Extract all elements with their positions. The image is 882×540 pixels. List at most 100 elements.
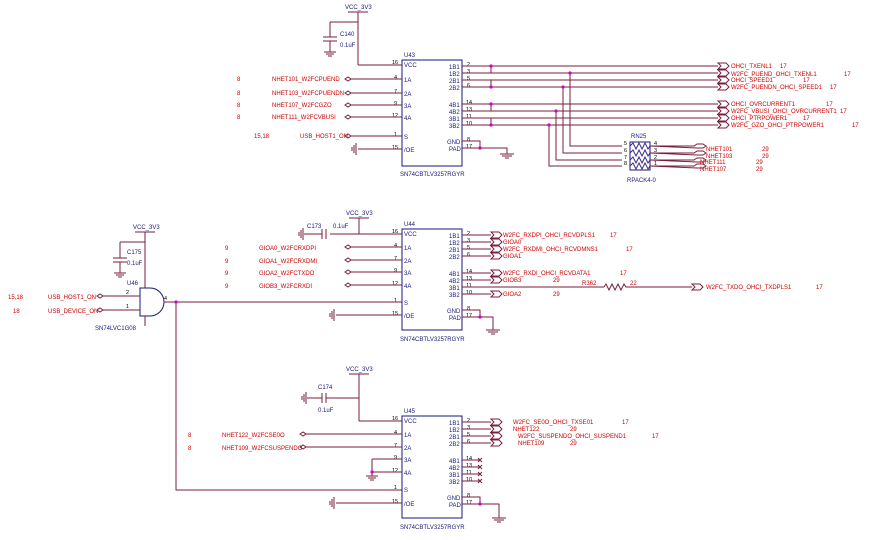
u43-num-10: 10 [466, 121, 472, 127]
u44-in2-net: GIOA1_W2FCRXDMI [259, 259, 317, 265]
u45-num-12: 12 [392, 468, 398, 474]
u45-in2-page: 8 [188, 446, 192, 452]
u43-pin-1b2: 1B2 [449, 72, 460, 78]
u43-out6-net: W2FC_VBUSI_OHCI_OVRCURRENT1 [731, 109, 837, 115]
rn25-out3-page: 29 [756, 160, 763, 166]
u43-out3-page: 17 [803, 78, 810, 84]
rn25-out4-page: 29 [756, 167, 763, 173]
and-gate-icon [139, 287, 165, 317]
u43-num-2: 2 [467, 62, 470, 68]
u44-in4-page: 9 [225, 284, 229, 290]
u43-pin-4b1: 4B1 [449, 103, 460, 109]
u43-s-page: 15,18 [254, 134, 270, 140]
u44-num-10: 10 [466, 290, 472, 296]
u44-ref: U44 [404, 222, 416, 228]
u43-in4-page: 8 [237, 115, 241, 121]
c173-ref: C173 [307, 224, 322, 230]
u44-num-13: 13 [466, 276, 472, 282]
u45-num-13: 13 [466, 463, 472, 469]
u43-right-wires [462, 62, 730, 167]
u43-block: VCC_3V3 C140 0.1uF U43 SN74CBTLV3257RGYR… [237, 5, 859, 178]
u45-pin-gnd: GND [447, 496, 461, 502]
u43-out7-net: OHCI_PTRPOWER1 [731, 116, 788, 122]
u43-pin-pad: PAD [449, 147, 462, 153]
u43-out8-page: 17 [852, 123, 859, 129]
u44-num-3: 3 [467, 238, 470, 244]
u45-pin-2b2: 2B2 [449, 442, 460, 448]
u44-in1-net: GIOA0_W2FCRXDPI [259, 246, 316, 252]
u44-in3-page: 9 [225, 271, 229, 277]
u44-out6-net: GIOB3 [503, 278, 522, 284]
u44-vcc-label: VCC_3V3 [346, 211, 373, 217]
u46-in2-wire [96, 307, 140, 313]
u43-pin-4a: 4A [404, 116, 411, 122]
u45-num-1: 1 [394, 485, 397, 491]
u45-num-9: 9 [394, 455, 397, 461]
r362-page: 17 [816, 285, 823, 291]
u43-out5-page: 17 [826, 102, 833, 108]
u43-in4-net: NHET111_W2FCVBUSI [272, 115, 336, 121]
u43-num-8: 8 [467, 137, 470, 143]
u45-ref: U45 [404, 409, 416, 415]
u46-output-junction [174, 300, 178, 304]
u43-pin-3a: 3A [404, 104, 411, 110]
u45-pin-1a: 1A [404, 433, 411, 439]
u45-num-2: 2 [467, 418, 470, 424]
u44-out3-page: 17 [626, 247, 633, 253]
u43-pin-2b2: 2B2 [449, 86, 460, 92]
u43-num-17: 17 [466, 144, 472, 150]
u45-num-7: 7 [394, 443, 397, 449]
c174-ground-icon [301, 392, 307, 404]
u45-num-14: 14 [466, 456, 472, 462]
c175-value: 0.1uF [127, 261, 143, 267]
u44-block: VCC_3V3 C173 0.1uF U44 SN74CBTLV3257RGYR… [176, 211, 823, 343]
u44-num-17: 17 [466, 313, 472, 319]
u44-out1-page: 17 [610, 233, 617, 239]
u44-pin-4a: 4A [404, 284, 411, 290]
u43-out3-net: OHCI_SPEED1 [731, 78, 774, 84]
u44-out5-net: W2FC_RXDI_OHCI_RCVDATA1 [503, 271, 591, 277]
u45-in2-net: NHET109_W2FCSUSPENDO [222, 446, 303, 452]
u43-part: SN74CBTLV3257RGYR [400, 172, 465, 178]
u46-output-wire [164, 301, 402, 491]
rn25-out4-net: NHET107 [700, 167, 727, 173]
u46-in2-net: USB_DEVICE_ON [48, 309, 98, 315]
u44-pin-3b1: 3B1 [449, 286, 460, 292]
u45-num-15: 15 [392, 499, 398, 505]
u45-num-16: 16 [392, 416, 398, 422]
u44-num-2: 2 [467, 231, 470, 237]
u44-pin-2b2: 2B2 [449, 255, 460, 261]
c174-ref: C174 [318, 385, 333, 391]
u45-out3-net: W2FC_SUSPENDO_OHCI_SUSPEND1 [518, 434, 627, 440]
u44-num-7: 7 [394, 256, 397, 262]
u45-part: SN74CBTLV3257RGYR [400, 525, 465, 531]
r362-resistor [603, 282, 704, 292]
u45-out1-page: 17 [622, 420, 629, 426]
u46-block: VCC_3V3 C175 0.1uF U46 SN74LVC1G08 4 2 1… [8, 225, 402, 491]
u44-pin-2b1: 2B1 [449, 248, 460, 254]
u43-num-5: 5 [467, 76, 470, 82]
u44-out8-net: GIOA2 [503, 292, 522, 298]
u46-in1-page: 15,18 [8, 295, 24, 301]
u44-in2-page: 9 [225, 259, 229, 265]
u44-pin-4b2: 4B2 [449, 279, 460, 285]
rn25-rpin-3: 3 [654, 148, 657, 154]
u43-num-11: 11 [466, 114, 472, 120]
u43-num-12: 12 [392, 113, 398, 119]
u45-num-6: 6 [467, 439, 470, 445]
rn25-out2-net: NHET103 [706, 154, 733, 160]
u44-out4-net: GIOA1 [503, 254, 522, 260]
c175-ground-icon [114, 272, 126, 278]
u44-num-4: 4 [394, 243, 397, 249]
u45-pin-4b1: 4B1 [449, 459, 460, 465]
u44-num-5: 5 [467, 245, 470, 251]
u46-in1-pin: 2 [126, 290, 129, 296]
c174-value: 0.1uF [318, 408, 334, 414]
rn25-part: RPACK4-0 [627, 178, 657, 184]
u43-left-wires [344, 76, 402, 155]
u45-num-4: 4 [394, 430, 397, 436]
u43-in3-net: NHET107_W2FCGZO [272, 103, 332, 109]
u43-s-net: USB_HOST1_ON [300, 134, 348, 140]
u45-pin-4b2: 4B2 [449, 466, 460, 472]
